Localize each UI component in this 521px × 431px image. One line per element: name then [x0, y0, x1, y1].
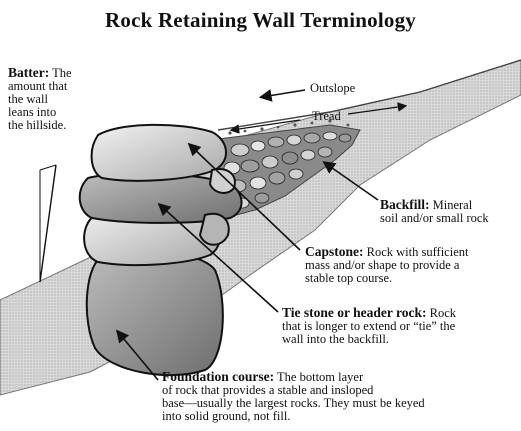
outslope-arrow [262, 90, 305, 97]
backfill-label: Backfill: Mineral soil and/or small rock [380, 198, 489, 225]
batter-indicator [40, 165, 56, 282]
outslope-label: Outslope [310, 82, 355, 95]
foundation-label: Foundation course: The bottom layer of r… [162, 370, 425, 423]
capstone-label: Capstone: Rock with sufficient mass and/… [305, 245, 468, 285]
batter-label: Batter: The amount that the wall leans i… [8, 66, 72, 132]
tread-label: Tread [312, 110, 341, 123]
tiestone-label: Tie stone or header rock: Rock that is l… [282, 306, 456, 346]
foundation-rock [87, 251, 223, 375]
capstone-rock [92, 125, 226, 181]
